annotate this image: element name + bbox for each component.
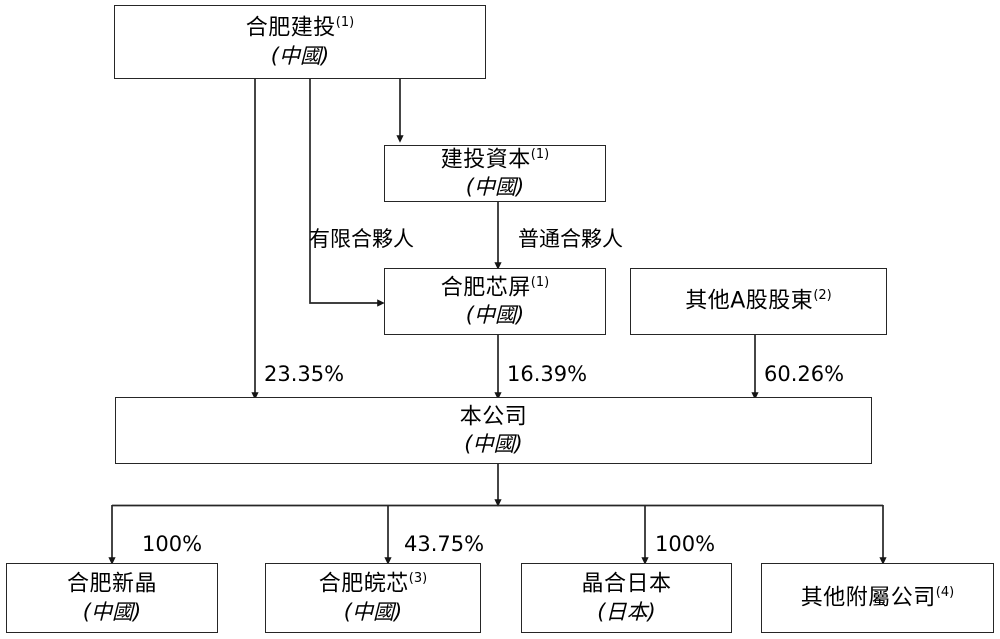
node-title: 其他附屬公司(4): [800, 584, 955, 611]
node-title: 合肥皖芯(3): [318, 571, 428, 597]
node-title: 合肥芯屏(1): [440, 274, 550, 301]
footnote-marker: (1): [335, 15, 355, 31]
edge-label-general-partner: 普通合夥人: [518, 227, 623, 251]
percent-other-a-share-to-company: 60.26%: [764, 362, 845, 386]
node-the-company[interactable]: 本公司 (中國): [115, 397, 872, 464]
node-country: (日本): [597, 599, 656, 624]
node-title: 建投資本(1): [440, 146, 550, 173]
node-other-a-share-shareholders[interactable]: 其他A股股東(2): [630, 268, 887, 335]
node-hefei-xinjing[interactable]: 合肥新晶 (中國): [6, 563, 218, 633]
footnote-marker: (1): [530, 146, 550, 162]
node-jiantou-capital[interactable]: 建投資本(1) (中國): [384, 145, 606, 202]
percent-company-to-xinjing: 100%: [142, 532, 203, 556]
node-hefei-jiantou[interactable]: 合肥建投(1) (中國): [114, 5, 486, 79]
node-country: (中國): [465, 175, 525, 200]
node-title: 本公司: [459, 404, 528, 430]
percent-company-to-jinghe-japan: 100%: [655, 532, 716, 556]
edge-label-limited-partner: 有限合夥人: [309, 227, 414, 251]
node-jinghe-japan[interactable]: 晶合日本 (日本): [521, 563, 732, 633]
node-country: (中國): [465, 303, 525, 328]
percent-company-to-wanxin: 43.75%: [404, 532, 485, 556]
footnote-marker: (4): [935, 584, 955, 600]
node-title: 合肥新晶: [66, 571, 157, 597]
footnote-marker: (2): [813, 288, 832, 304]
node-title: 合肥建投(1): [245, 15, 355, 41]
node-title: 其他A股股東(2): [685, 288, 832, 314]
percent-xinping-to-company: 16.39%: [507, 362, 588, 386]
node-hefei-xinping[interactable]: 合肥芯屏(1) (中國): [384, 268, 606, 335]
footnote-marker: (3): [408, 571, 428, 587]
node-other-subsidiaries[interactable]: 其他附屬公司(4): [761, 563, 994, 633]
edge-jiantou-to-xinping: [309, 78, 385, 307]
node-hefei-wanxin[interactable]: 合肥皖芯(3) (中國): [265, 563, 481, 633]
node-country: (中國): [82, 599, 142, 624]
node-country: (中國): [464, 432, 523, 457]
node-title: 晶合日本: [581, 571, 672, 597]
node-country: (中國): [270, 43, 330, 68]
footnote-marker: (1): [530, 274, 550, 290]
percent-jiantou-to-company: 23.35%: [264, 362, 345, 386]
node-country: (中國): [343, 599, 403, 624]
